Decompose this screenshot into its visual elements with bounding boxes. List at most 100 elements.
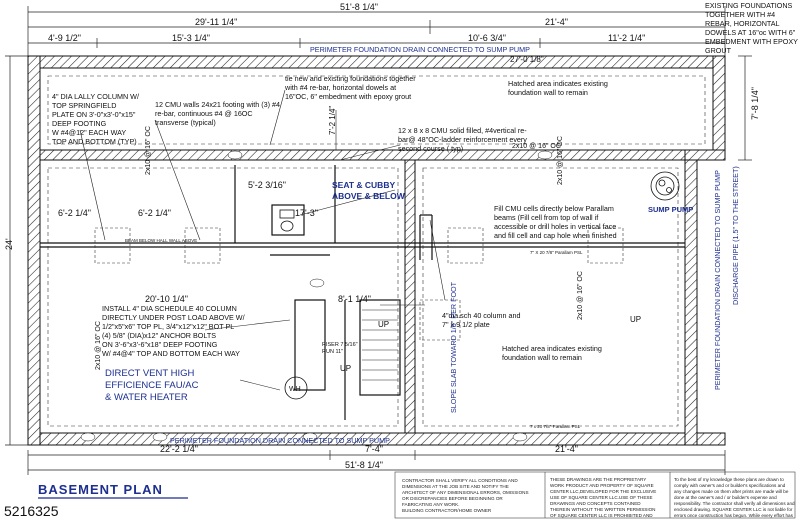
svg-text:4" DIA LALLY COLUMN W/: 4" DIA LALLY COLUMN W/: [52, 92, 139, 101]
note-discharge-pipe: DISCHARGE PIPE (1.5" TO THE STREET): [731, 166, 740, 305]
svg-text:RUN 11": RUN 11": [322, 349, 343, 355]
note-direct-vent: DIRECT VENT HIGH EFFICIENCE FAU/AC & WAT…: [105, 368, 199, 403]
dim-bottom-right: 21'-4": [555, 444, 578, 454]
foundation-walls: [27, 55, 726, 446]
svg-text:TOGETHER WITH #4: TOGETHER WITH #4: [705, 10, 775, 19]
note-sump-pump: SUMP PUMP: [648, 205, 693, 214]
note-cmu-solid: 12 x 8 x 8 CMU solid filled, #4vertical …: [398, 126, 527, 153]
wh-label: WH: [289, 386, 301, 393]
svg-text:& WATER HEATER: & WATER HEATER: [105, 392, 188, 403]
svg-text:USE OF SQUARE CENTER LLC.USE O: USE OF SQUARE CENTER LLC.USE OF THESE: [550, 495, 653, 500]
svg-text:SEAT & CUBBY: SEAT & CUBBY: [332, 180, 395, 190]
svg-text:any changes made on them after: any changes made on them after prints ar…: [674, 489, 789, 494]
svg-text:and fill cell and cap hole wh: and fill cell and cap hole when finished: [494, 231, 617, 240]
dim-bottom-mid: 7'-4": [365, 444, 383, 454]
svg-text:foundation wall to remain: foundation wall to remain: [508, 88, 588, 97]
svg-text:THESE DRAWINGS ARE THE PROPRIE: THESE DRAWINGS ARE THE PROPRIETARY: [550, 477, 646, 482]
dim-bottom-left: 22'-2 1/4": [160, 444, 198, 454]
svg-text:TOP AND BOTTOM (TYP): TOP AND BOTTOM (TYP): [52, 137, 137, 146]
note-beam-bottom-label: 7 x 20 7/8" Parallam PSL: [530, 424, 581, 429]
svg-text:RISER 7 5/16": RISER 7 5/16": [322, 342, 358, 348]
note-tie-foundations: tie new and existing foundations togethe…: [284, 74, 416, 101]
svg-text:BUILDING CONTRACTOR/HOME OWNER: BUILDING CONTRACTOR/HOME OWNER: [402, 508, 492, 513]
note-perimeter-top: PERIMETER FOUNDATION DRAIN CONNECTED TO …: [310, 45, 530, 54]
dim-span-3: 5'-2 3/16": [248, 180, 286, 190]
stair-treads: [362, 309, 398, 381]
note-seat-cubby: SEAT & CUBBY ABOVE & BELOW: [332, 180, 406, 201]
dim-top-d: 11'-2 1/4": [608, 33, 645, 43]
svg-text:done at the owner's and / or b: done at the owner's and / or builder's e…: [674, 495, 777, 500]
svg-text:beams (Fill cell from top of w: beams (Fill cell from top of wall if: [494, 213, 598, 222]
dimension-lines: [5, 6, 752, 475]
svg-text:CENTER LLC,DEVELOPED FOR THE E: CENTER LLC,DEVELOPED FOR THE EXCLUSIVE: [550, 489, 656, 494]
note-beam-left-label: BEAM BELOW HALL WALL ABOVE: [125, 238, 197, 243]
dim-span-6: 8'-1 1/4": [338, 294, 371, 304]
svg-text:W #4@12" EACH WAY: W #4@12" EACH WAY: [52, 128, 126, 137]
svg-text:4"dia.sch 40 column and: 4"dia.sch 40 column and: [442, 311, 520, 320]
dim-top-left-segment: 29'-11 1/4": [195, 17, 237, 27]
svg-text:ABOVE & BELOW: ABOVE & BELOW: [332, 191, 406, 201]
svg-text:EMBEDMENT WITH EPOXY: EMBEDMENT WITH EPOXY: [705, 37, 798, 46]
footer-notes: CONTRACTOR SHALL VERIFY ALL CONDITIONS A…: [394, 471, 796, 519]
svg-text:CONTRACTOR SHALL VERIFY ALL CO: CONTRACTOR SHALL VERIFY ALL CONDITIONS A…: [402, 478, 518, 483]
svg-text:GROUT: GROUT: [705, 46, 732, 55]
svg-text:7" x 9 1/2 plate: 7" x 9 1/2 plate: [442, 320, 490, 329]
dim-top-inner: 27'-0 1/8": [510, 55, 544, 64]
note-slope: SLOPE SLAB TOWARD 1/8" PER FOOT: [449, 281, 458, 413]
note-cmu-walls: 12 CMU walls 24x21 footing with (3) #4 r…: [155, 100, 280, 127]
svg-text:Fill CMU cells directly below: Fill CMU cells directly below Parallam: [494, 204, 614, 213]
svg-text:ARCHITECT OF ANY DIMENSIONAL E: ARCHITECT OF ANY DIMENSIONAL ERRORS, OMI…: [402, 490, 529, 495]
dim-inner-left-joist: 2x10 @ 16" OC: [95, 321, 102, 370]
svg-text:PLATE ON 3'-0"x3'-0"x15": PLATE ON 3'-0"x3'-0"x15": [52, 110, 136, 119]
note-hatched-bottom: Hatched area indicates existing foundati…: [502, 344, 602, 362]
dim-inner-mid-vertical: 2x10 @ 16" OC: [145, 126, 152, 175]
note-hatched-top: Hatched area indicates existing foundati…: [508, 79, 608, 97]
dim-inner-right-vertical: 2x10 @ 16" OC: [557, 136, 564, 185]
svg-text:TOP SPRINGFIELD: TOP SPRINGFIELD: [52, 101, 116, 110]
dim-top-c: 10'-6 3/4": [468, 33, 506, 43]
svg-text:comply with owner's and or bui: comply with owner's and or builder's spe…: [674, 483, 786, 488]
svg-text:with #4 re-bar, horizontal dow: with #4 re-bar, horizontal dowels at: [284, 83, 396, 92]
svg-text:DIRECTLY UNDER POST LOAD ABOVE: DIRECTLY UNDER POST LOAD ABOVE W/: [102, 313, 245, 322]
svg-text:enclosed drawing. SQUARE CENT: enclosed drawing. SQUARE CENTER LLC is n…: [674, 507, 793, 512]
svg-text:DIMENSIONS AT THE JOB SITE AND: DIMENSIONS AT THE JOB SITE AND NOTIFY TH…: [402, 484, 509, 489]
dim-span-1: 6'-2 1/4": [58, 208, 91, 218]
dim-inner-left-vertical: 7'-2 1/4": [328, 106, 337, 135]
note-perimeter-bottom: PERIMETER FOUNDATION DRAIN CONNECTED TO …: [170, 436, 390, 445]
svg-text:OF SQUARE CENTER LLC IS PROHIB: OF SQUARE CENTER LLC IS PROHIBITED AND: [550, 513, 653, 518]
plan-title: BASEMENT PLAN: [38, 482, 163, 497]
svg-text:accessible or drill holes in v: accessible or drill holes in vertical fa…: [494, 222, 616, 231]
svg-text:Hatched area indicates existin: Hatched area indicates existing: [502, 344, 602, 353]
svg-text:FABRICATING ANY WORK.: FABRICATING ANY WORK.: [402, 502, 460, 507]
note-perimeter-right: PERIMETER FOUNDATION DRAIN CONNECTED TO …: [713, 170, 722, 390]
dim-side-overall: 24': [4, 238, 14, 250]
water-heater-symbol: [284, 376, 308, 400]
svg-text:WORK PRODUCT AND PROPERTY OF S: WORK PRODUCT AND PROPERTY OF SQUARE: [550, 483, 654, 488]
svg-text:INSTALL 4" DIA SCHEDULE 40 COL: INSTALL 4" DIA SCHEDULE 40 COLUMN: [102, 304, 237, 313]
wall-tags: [80, 150, 553, 442]
svg-text:second course ( typ): second course ( typ): [398, 144, 463, 153]
leader-lines: [79, 89, 446, 391]
svg-text:errors once construction has b: errors once construction has begun. Whil…: [674, 513, 794, 518]
svg-text:responsibility. The contractor: responsibility. The contractor shall ver…: [674, 501, 795, 506]
column-footings: [94, 227, 624, 341]
svg-text:bar@ 48"OC-ladder reinforcemen: bar@ 48"OC-ladder reinforcement every: [398, 135, 527, 144]
dim-span-4: 17'-3": [295, 208, 318, 218]
dim-span-2: 6'-2 1/4": [138, 208, 171, 218]
svg-text:To the best of my knowledge th: To the best of my knowledge these plans …: [674, 477, 784, 482]
sump-pump-symbol: [650, 171, 680, 201]
listing-id: 5216325: [4, 503, 59, 519]
svg-text:W/ #4@4" TOP AND BOTTOM EACH: W/ #4@4" TOP AND BOTTOM EACH WAY: [102, 349, 240, 358]
dim-inner-right-vertical2: 2x10 @ 16" OC: [577, 271, 584, 320]
dim-right-top: 7'-8 1/4": [750, 87, 760, 120]
svg-text:tie new and existing foundatio: tie new and existing foundations togethe…: [285, 74, 416, 83]
svg-text:EXISTING FOUNDATIONS: EXISTING FOUNDATIONS: [705, 1, 793, 10]
parallam-beam: [40, 242, 685, 248]
svg-text:12 CMU walls 24x21 footing wit: 12 CMU walls 24x21 footing with (3) #4: [155, 100, 280, 109]
note-install-column: INSTALL 4" DIA SCHEDULE 40 COLUMN DIRECT…: [102, 304, 245, 358]
up-label-3: UP: [630, 315, 641, 324]
svg-text:ON 3'-6"x3'-6"x18" DEEP FOOTIN: ON 3'-6"x3'-6"x18" DEEP FOOTING: [102, 340, 218, 349]
svg-text:Hatched area indicates existin: Hatched area indicates existing: [508, 79, 608, 88]
svg-text:re-bar, continuous #4 @ 16OC: re-bar, continuous #4 @ 16OC: [155, 109, 253, 118]
